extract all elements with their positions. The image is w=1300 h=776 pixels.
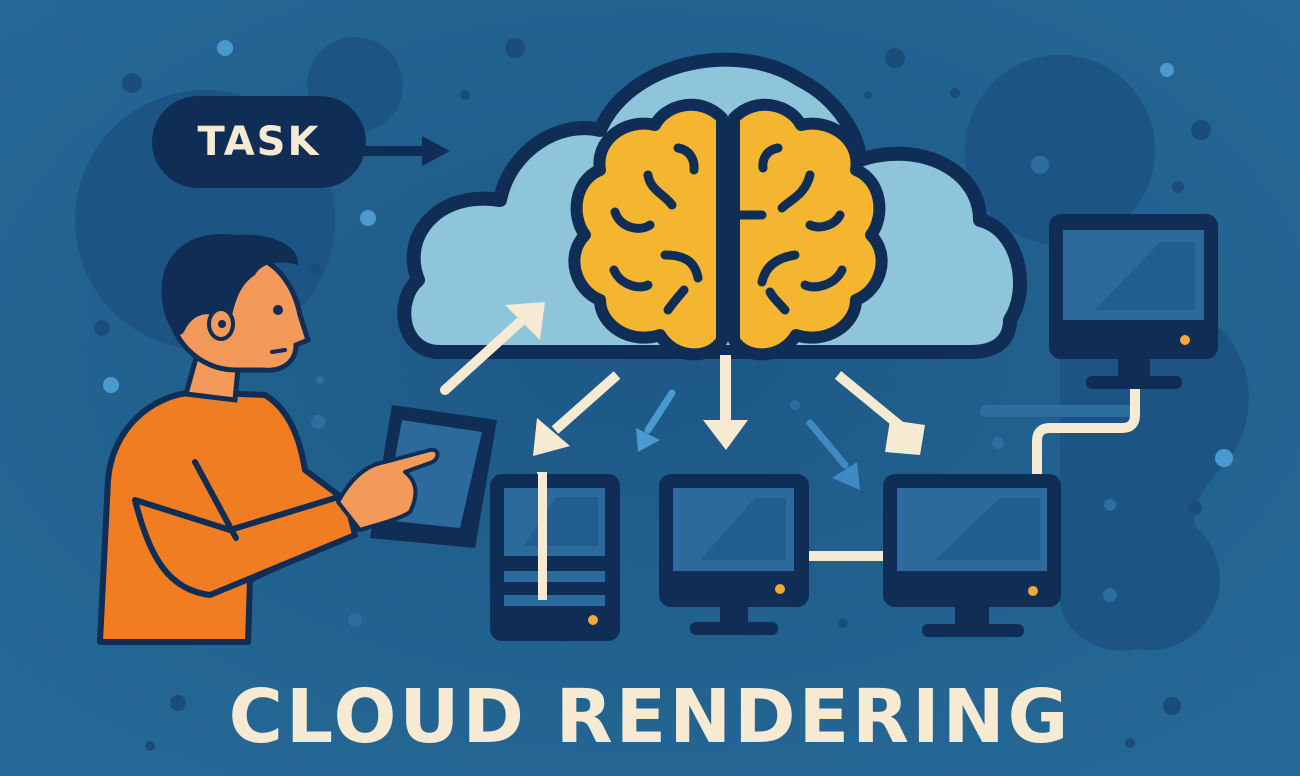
monitor-icon-top-right <box>1049 214 1218 389</box>
background-dots <box>94 38 1233 751</box>
decorative-bar <box>980 405 1140 417</box>
task-arrow <box>360 136 450 166</box>
person-illustration <box>97 234 497 645</box>
tower-workstation-icon <box>490 472 620 641</box>
monitor-icon-middle <box>659 474 809 635</box>
monitor-icon-right <box>883 474 1061 637</box>
task-label: TASK <box>197 119 321 165</box>
distribution-arrows <box>440 302 925 490</box>
brain-icon <box>568 98 888 361</box>
page-title: CLOUD RENDERING <box>228 674 1072 760</box>
task-badge: TASK <box>152 96 366 188</box>
